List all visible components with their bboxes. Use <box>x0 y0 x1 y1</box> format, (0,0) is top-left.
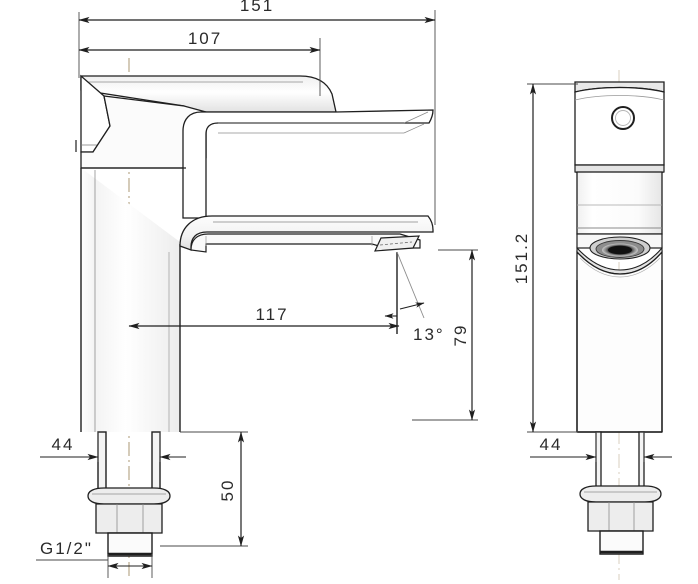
shank-length-value: 50 <box>218 479 237 502</box>
overall-reach-dimension: 151 <box>78 0 436 24</box>
mounting-shank-side <box>577 431 662 555</box>
side-collar <box>574 164 665 235</box>
mounting-shank-front <box>87 431 171 557</box>
front-elevation-view <box>75 58 434 580</box>
handle-reach-value: 107 <box>188 29 222 48</box>
side-spout-aerator <box>576 233 663 433</box>
spout-angle-value: 13° <box>413 325 445 344</box>
spout-height-dimension: 79 <box>412 249 478 421</box>
total-height-value: 151.2 <box>512 232 531 285</box>
overall-reach-value: 151 <box>240 0 274 15</box>
spout-reach-value: 117 <box>255 305 288 324</box>
faucet-body-column <box>80 167 186 432</box>
base-width-side-dimension: 44 <box>530 432 672 462</box>
base-width-front-value: 44 <box>52 435 75 454</box>
thread-size-value: G1/2" <box>40 539 93 558</box>
spout-height-value: 79 <box>451 324 470 347</box>
lever-handle <box>75 74 434 219</box>
spout <box>179 215 434 253</box>
side-handle <box>574 81 665 166</box>
side-elevation-view <box>574 70 665 580</box>
spout-reach-dimension: 117 <box>128 305 400 330</box>
shank-length-dimension: 50 <box>160 431 248 547</box>
total-height-dimension: 151.2 <box>512 83 578 433</box>
spout-angle-dimension: 13° <box>384 251 445 344</box>
thread-size-callout: G1/2" <box>36 539 153 578</box>
base-width-front-dimension: 44 <box>40 432 186 462</box>
base-width-side-value: 44 <box>540 435 563 454</box>
handle-reach-dimension: 107 <box>78 29 321 54</box>
